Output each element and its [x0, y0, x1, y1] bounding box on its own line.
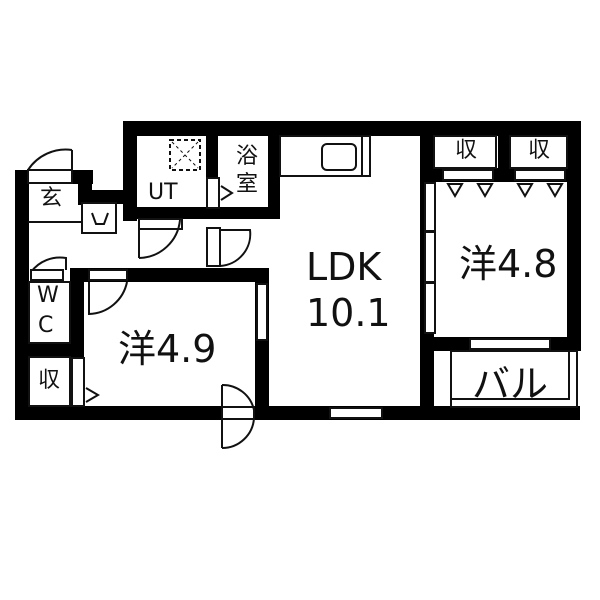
entrance-label: 玄: [40, 186, 63, 211]
balcony-label: バル: [472, 362, 549, 406]
storage-west-label: 収: [38, 368, 61, 393]
bathroom-label-1: 浴: [236, 144, 259, 169]
wall-right: [567, 121, 581, 351]
wall-ut-left: [123, 121, 137, 221]
room-western-west-label: 洋4.9: [118, 327, 217, 371]
wall-left: [15, 170, 29, 420]
ldk-size-label: 10.1: [306, 291, 391, 335]
wall-bottom: [15, 406, 580, 420]
utility-label: UT: [148, 180, 178, 205]
bathroom-label-2: 室: [236, 172, 259, 197]
room-western-east-label: 洋4.8: [459, 242, 558, 286]
closet-1-label: 収: [455, 138, 478, 163]
closet-2-label: 収: [528, 138, 551, 163]
wall-top: [123, 121, 580, 136]
toilet-label-2: C: [38, 313, 54, 338]
toilet-label-1: W: [37, 283, 59, 308]
ldk-name-label: LDK: [306, 245, 382, 289]
